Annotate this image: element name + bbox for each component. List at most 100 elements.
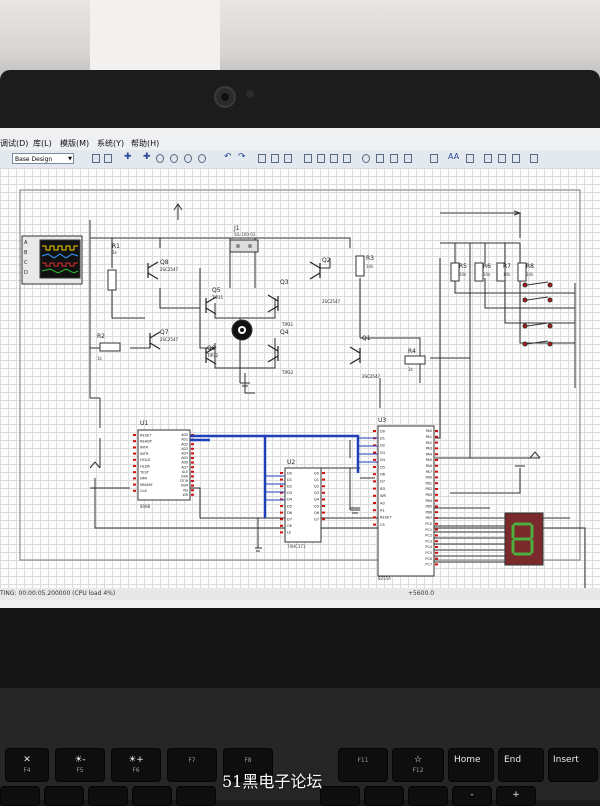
ic-u1[interactable]: U1 8088 <box>137 420 191 509</box>
r6-value: 10k <box>483 272 491 277</box>
decompose-icon[interactable] <box>404 154 412 163</box>
u3-pin-label: PA3 <box>426 447 432 451</box>
ic-u2[interactable]: U2 74HC373 <box>284 459 322 549</box>
key-f5[interactable]: ☀-F5 <box>55 748 105 782</box>
u2-pin-label: Q3 <box>314 491 319 495</box>
block-copy-icon[interactable] <box>304 154 312 163</box>
key-f6[interactable]: ☀+F6 <box>111 748 161 782</box>
u1-pin-label: RESET <box>140 433 152 437</box>
bill-of-materials-icon[interactable] <box>530 154 538 163</box>
key-insert[interactable]: Insert <box>548 748 598 782</box>
new-sheet-add-icon[interactable] <box>484 154 492 163</box>
dc-motor[interactable] <box>231 319 253 341</box>
menu-template[interactable]: 模版(M) <box>60 139 90 148</box>
u1-pin-label: AD4 <box>181 452 188 456</box>
key-digit-row-1[interactable] <box>0 786 40 806</box>
resistor-r3[interactable]: R3 10k <box>355 255 374 277</box>
bus-taps <box>265 437 378 501</box>
q7-ref: Q7 <box>160 329 169 336</box>
scope-channel-d: D <box>24 270 28 276</box>
u2-pin-label: Q0 <box>314 471 320 475</box>
u3-pin-label: PB5 <box>425 505 432 509</box>
block-move-icon[interactable] <box>317 154 325 163</box>
key-digit-row-2[interactable] <box>44 786 84 806</box>
menu-help[interactable]: 帮助(H) <box>131 139 160 148</box>
zoom-out-icon[interactable] <box>170 154 178 163</box>
u3-pin-marker <box>373 516 376 519</box>
u3-pin-marker <box>435 488 438 490</box>
schematic-canvas[interactable]: A B C D R1 1k R2 1k R3 10k <box>0 168 600 588</box>
menu-debug[interactable]: 调试(D) <box>0 139 29 148</box>
resistor-r1[interactable]: R1 1k <box>107 243 120 291</box>
remove-sheet-icon[interactable] <box>498 154 506 163</box>
key-digit-row-3[interactable] <box>88 786 128 806</box>
u3-pin-label: PB6 <box>425 510 432 514</box>
key-f12[interactable]: ☆F12 <box>392 748 444 782</box>
pick-device-icon[interactable] <box>362 154 370 163</box>
paste-icon[interactable] <box>284 154 292 163</box>
property-tool-icon[interactable] <box>466 154 474 163</box>
key-home[interactable]: Home <box>448 748 494 782</box>
key-digit-row-4[interactable] <box>132 786 172 806</box>
key-f4[interactable]: ✕F4 <box>5 748 49 782</box>
u3-pin-label: RD <box>380 487 385 491</box>
r6-ref: R6 <box>483 263 491 270</box>
u2-pin-marker <box>322 505 325 507</box>
ic-u3[interactable]: U3 8255A <box>377 417 435 581</box>
resistor-r5[interactable]: R5 10k <box>450 262 467 282</box>
u2-pin-marker <box>280 531 283 534</box>
resistor-r4[interactable]: R4 1k <box>404 348 426 372</box>
seven-segment-display[interactable] <box>434 512 544 566</box>
zoom-area-icon[interactable] <box>198 154 206 163</box>
redo-icon[interactable]: ↷ <box>238 152 246 162</box>
wire-autorouter-icon[interactable] <box>430 154 438 163</box>
key-end[interactable]: End <box>498 748 544 782</box>
key-f11[interactable]: F11 <box>338 748 388 782</box>
resistor-r2[interactable]: R2 1k <box>97 333 121 361</box>
resistor-r7[interactable]: R7 10k <box>496 262 511 282</box>
menu-library[interactable]: 库(L) <box>33 139 52 148</box>
grid-icon[interactable] <box>104 154 112 163</box>
key-plus[interactable]: + <box>496 786 536 806</box>
origin-icon[interactable]: ✚ <box>124 152 132 162</box>
u3-pin-label: PA6 <box>426 464 432 468</box>
key-f7-label: F7 <box>188 757 196 764</box>
new-sheet-icon[interactable] <box>92 154 100 163</box>
watermark: 51黑电子论坛 <box>222 772 323 791</box>
u1-pin-marker <box>133 446 136 449</box>
key-f8[interactable]: F8 <box>223 748 273 782</box>
block-rotate-icon[interactable] <box>330 154 338 163</box>
key-f12-glyph: ☆ <box>413 755 423 765</box>
packaging-tool-icon[interactable] <box>390 154 398 163</box>
zoom-all-icon[interactable] <box>184 154 192 163</box>
pan-icon[interactable]: ✚ <box>143 152 151 162</box>
u3-pin-marker <box>435 470 438 473</box>
key-minus[interactable]: - <box>452 786 492 806</box>
cut-icon[interactable] <box>258 154 266 163</box>
zoom-in-icon[interactable] <box>156 154 164 163</box>
key-digit-row-5[interactable] <box>176 786 216 806</box>
connector-j1[interactable]: J1 SIL-100-02 <box>229 225 259 253</box>
r7-value: 10k <box>503 272 511 277</box>
u3-pin-marker <box>435 435 438 438</box>
netlist-icon[interactable] <box>512 154 520 163</box>
key-f7[interactable]: F7 <box>167 748 217 782</box>
resistor-r8[interactable]: R8 10k <box>517 262 534 282</box>
oscilloscope[interactable]: A B C D <box>21 235 83 285</box>
key-digit-row-0[interactable] <box>408 786 448 806</box>
block-delete-icon[interactable] <box>343 154 351 163</box>
r4-ref: R4 <box>408 348 416 355</box>
key-digit-row-9[interactable] <box>364 786 404 806</box>
u3-pin-marker <box>435 528 438 531</box>
search-tag-icon[interactable]: AA <box>448 152 460 161</box>
resistor-r6[interactable]: R6 10k <box>474 262 491 282</box>
u1-pin-label: DT/R <box>180 479 188 483</box>
copy-icon[interactable] <box>271 154 279 163</box>
key-digit-row-8[interactable] <box>320 786 360 806</box>
menu-system[interactable]: 系统(Y) <box>97 139 125 148</box>
layer-select[interactable]: Base Design▼ <box>12 153 74 164</box>
undo-icon[interactable]: ↶ <box>224 152 232 162</box>
make-device-icon[interactable] <box>376 154 384 163</box>
u2-pin-marker <box>322 511 325 514</box>
u3-pin-marker <box>435 482 438 485</box>
